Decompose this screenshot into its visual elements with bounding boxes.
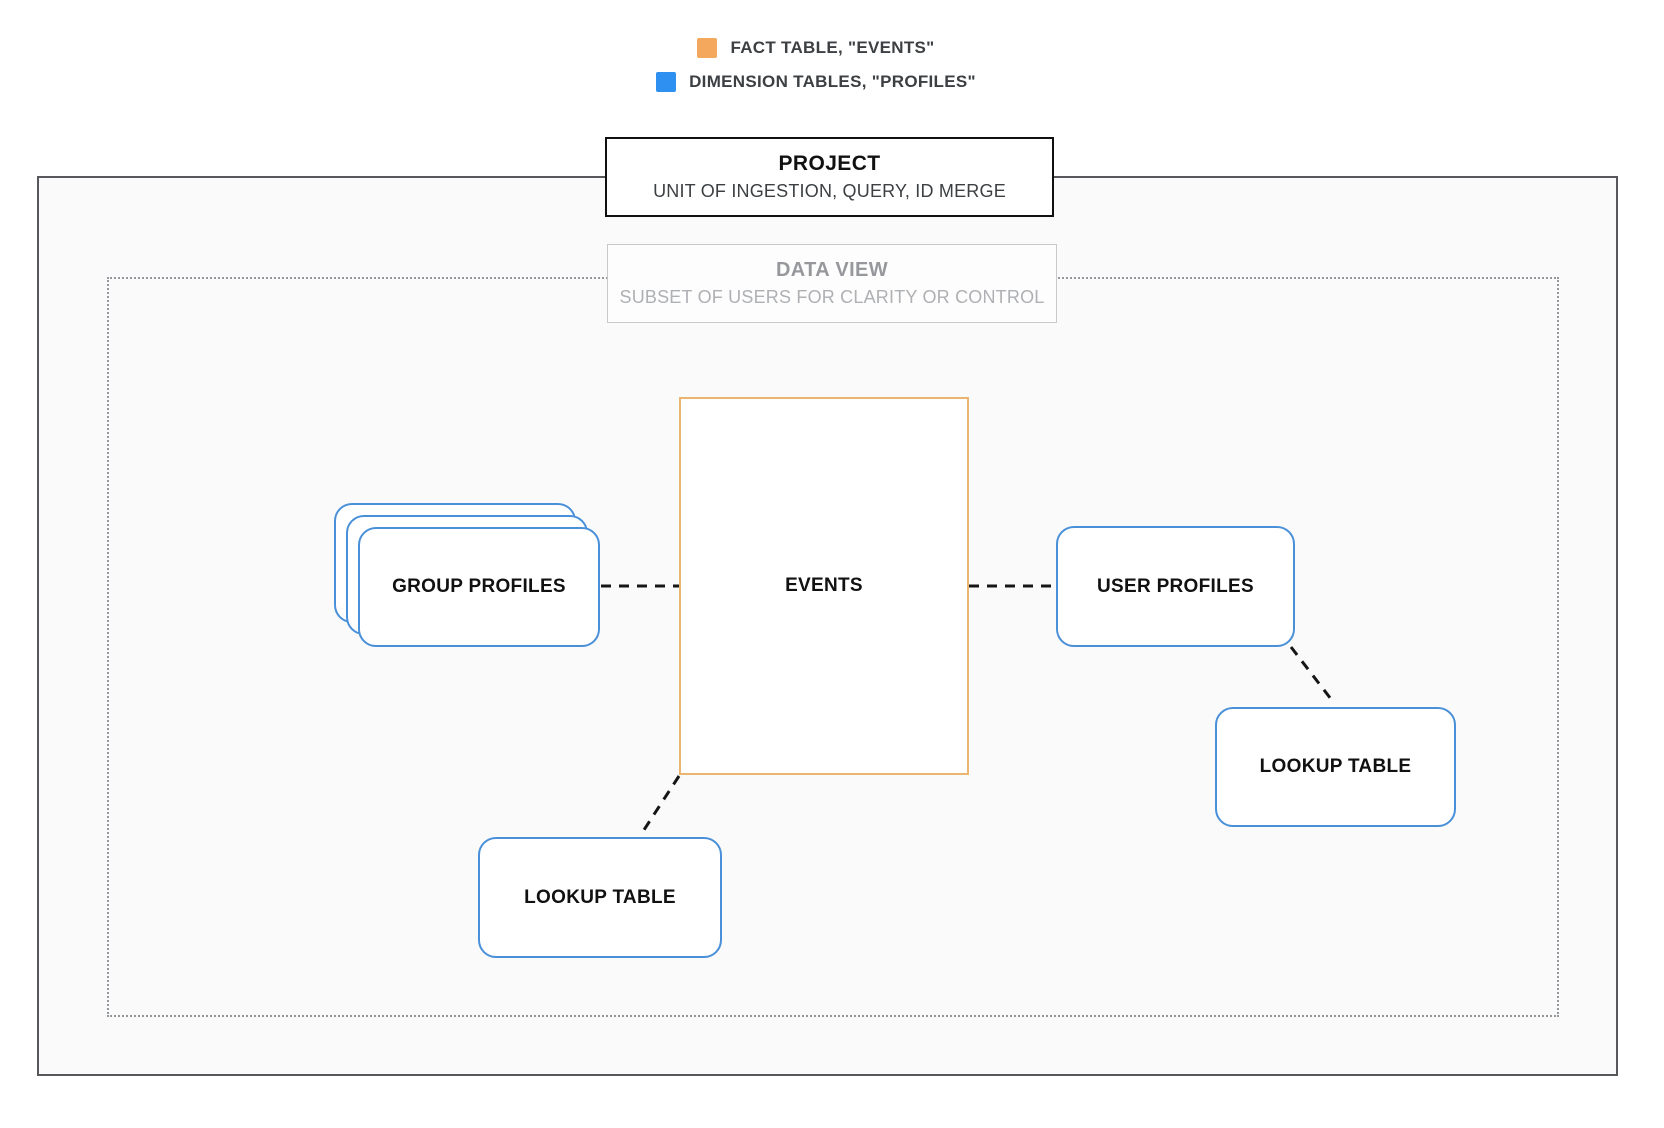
dimension-table-swatch-icon [656,72,677,92]
group-profiles-table: GROUP PROFILES [358,527,600,647]
project-title: PROJECT [778,152,881,175]
events-fact-table: EVENTS [679,397,969,775]
lookup-table-right: LOOKUP TABLE [1215,707,1456,827]
lookup-table-bottom: LOOKUP TABLE [478,837,722,958]
user-profiles-table: USER PROFILES [1056,526,1295,647]
data-view-subtitle: SUBSET OF USERS FOR CLARITY OR CONTROL [619,287,1045,307]
dimension-table-legend-label: DIMENSION TABLES, "PROFILES" [689,72,976,91]
project-box: PROJECT UNIT OF INGESTION, QUERY, ID MER… [605,137,1054,217]
data-view-title: DATA VIEW [775,259,889,281]
events-label: EVENTS [785,575,863,596]
fact-table-legend-label: FACT TABLE, "EVENTS" [730,38,935,57]
project-subtitle: UNIT OF INGESTION, QUERY, ID MERGE [653,181,1006,201]
legend: FACT TABLE, "EVENTS" DIMENSION TABLES, "… [0,38,1632,92]
legend-item-fact-table: FACT TABLE, "EVENTS" [697,38,934,58]
lookup-table-right-label: LOOKUP TABLE [1259,756,1412,777]
user-profiles-label: USER PROFILES [1097,575,1254,597]
fact-table-swatch-icon [697,38,718,58]
group-profiles-label: GROUP PROFILES [392,576,566,597]
lookup-table-bottom-label: LOOKUP TABLE [524,886,676,908]
legend-item-dimension-tables: DIMENSION TABLES, "PROFILES" [656,72,976,92]
data-view-box: DATA VIEW SUBSET OF USERS FOR CLARITY OR… [607,244,1057,323]
